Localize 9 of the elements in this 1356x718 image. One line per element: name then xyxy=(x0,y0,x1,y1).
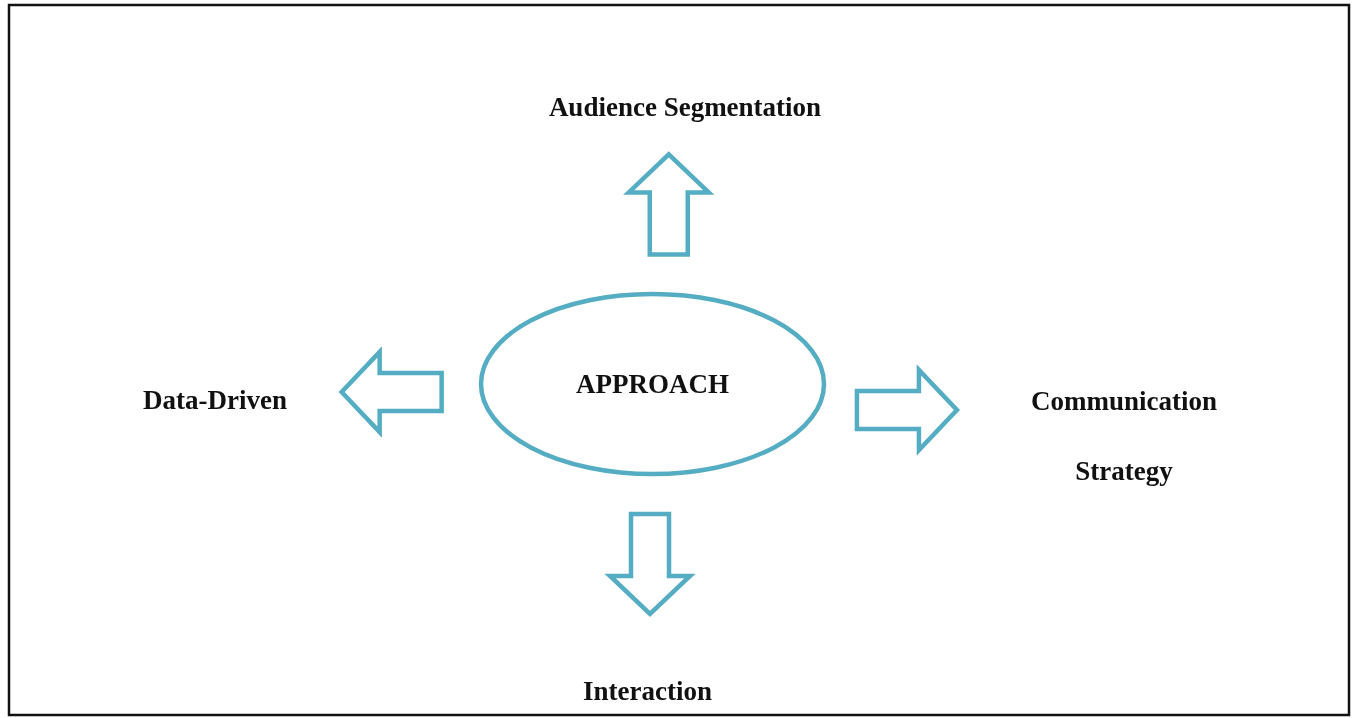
block-arrow xyxy=(338,346,444,438)
node-label: Communication Strategy xyxy=(1030,385,1218,488)
block-arrow xyxy=(623,151,715,257)
block-arrow xyxy=(604,511,696,618)
node-label: Interaction xyxy=(583,675,712,707)
node-label: Audience Segmentation xyxy=(548,91,822,123)
node-label: Data-Driven xyxy=(143,384,287,416)
node-label: APPROACH xyxy=(576,368,729,400)
block-arrow xyxy=(854,364,961,456)
